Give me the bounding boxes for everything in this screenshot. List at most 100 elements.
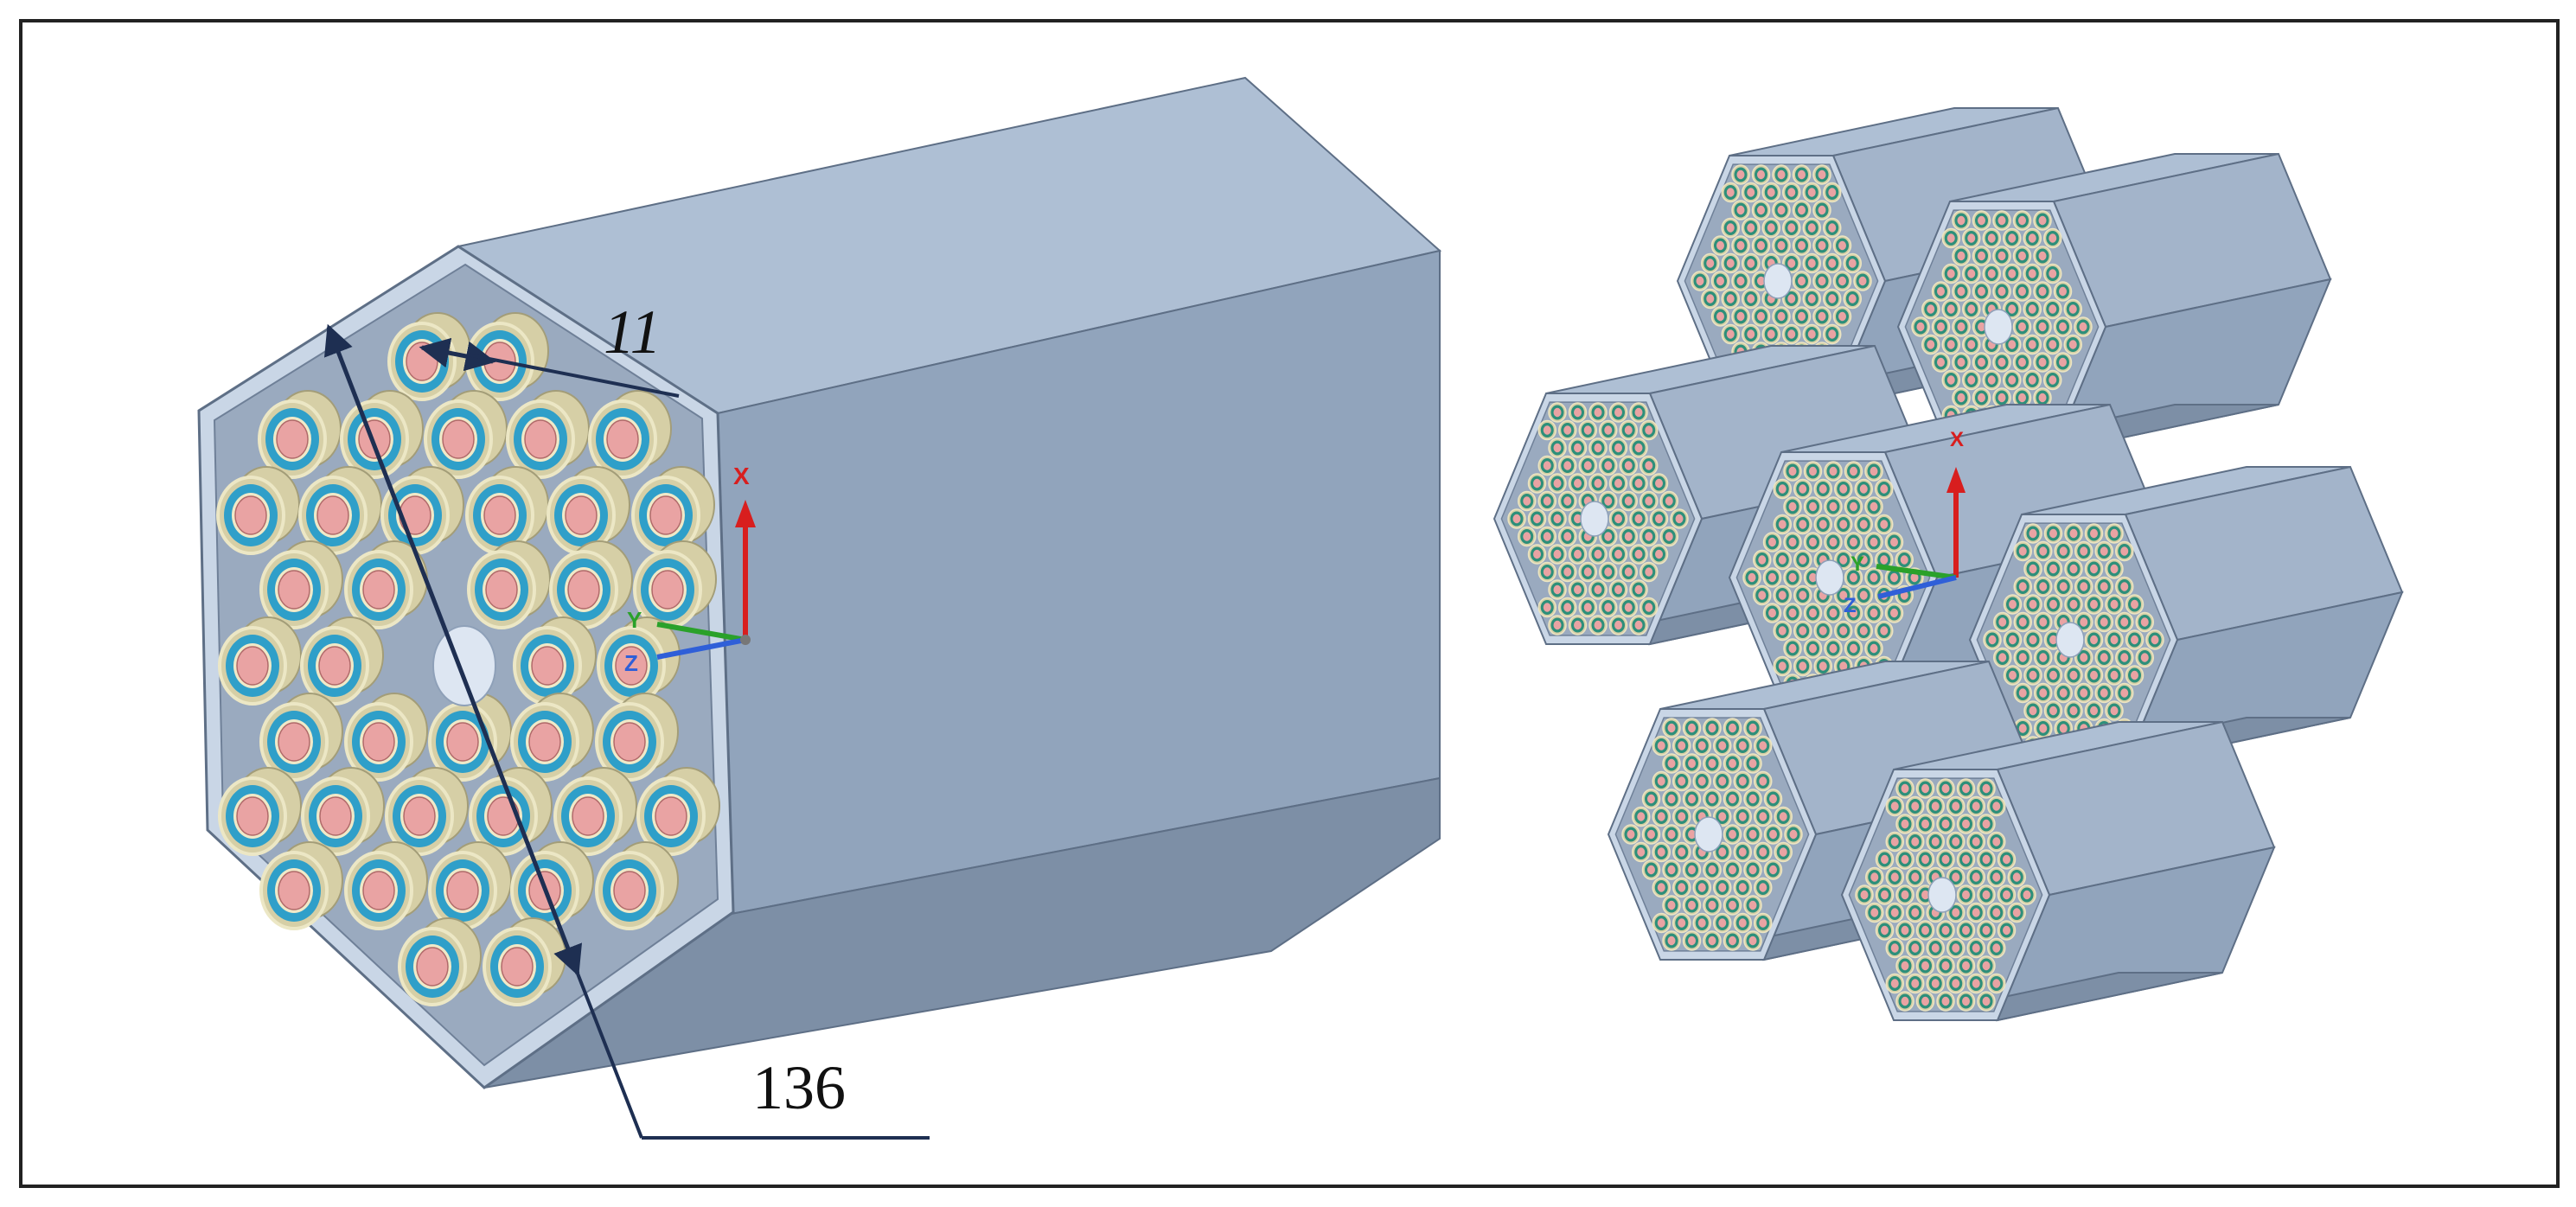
fuel-rod (1926, 937, 1945, 959)
fuel-rod (1895, 849, 1914, 870)
fuel-rod (1761, 217, 1780, 239)
fuel-rod (1659, 490, 1678, 512)
fuel-rod (1853, 271, 1872, 291)
fuel-rod (1946, 866, 1966, 888)
fuel-rod (2105, 559, 2124, 579)
fuel-rod (1931, 316, 1951, 337)
fuel-rod (1936, 920, 1955, 941)
fuel-rod (2094, 611, 2113, 633)
fuel-rod (1710, 235, 1730, 256)
fuel-rod (2074, 682, 2093, 704)
fuel-rod (1936, 955, 1955, 976)
fuel-rod (1782, 288, 1801, 310)
fuel-rod (1588, 544, 1608, 565)
fuel-rod (1993, 647, 2012, 668)
fuel-rod (1844, 461, 1863, 482)
fuel-rod (1754, 841, 1773, 863)
fuel-rod (1983, 629, 2002, 650)
fuel-rod (1885, 937, 1904, 959)
fuel-rod (1875, 549, 1894, 571)
fuel-rod (1742, 217, 1761, 239)
fuel-rod (1629, 508, 1648, 529)
fuel-rod (2033, 352, 2052, 373)
fuel-rod (1793, 584, 1812, 606)
fuel-rod (1537, 526, 1556, 547)
fuel-rod (1843, 288, 1862, 310)
fuel-rod (1865, 866, 1884, 888)
fuel-rod (259, 693, 343, 782)
fuel-rod (1946, 831, 1966, 853)
fuel-rod (1721, 217, 1740, 239)
fuel-rod (1783, 461, 1802, 482)
fuel-rod (1946, 795, 1966, 817)
fuel-rod (1751, 306, 1771, 327)
fuel-rod (2013, 682, 2032, 704)
fuel-rod (1692, 735, 1711, 757)
fuel-rod (216, 466, 300, 555)
fuel-rod (1956, 814, 1976, 834)
fuel-rod (1731, 200, 1750, 220)
fuel-rod (1813, 478, 1832, 500)
fuel-rod (1527, 508, 1547, 529)
fuel-rod (1682, 718, 1702, 738)
fuel-rod (1977, 849, 1996, 870)
axis-z-label: Z (624, 650, 638, 676)
fuel-rod (1619, 419, 1638, 441)
fuel-rod (2023, 523, 2042, 544)
fuel-rod (1992, 246, 2011, 266)
fuel-rod (1692, 877, 1711, 898)
fuel-rod (1649, 473, 1669, 494)
fuel-rod (2094, 576, 2113, 597)
fuel-rod (1640, 526, 1659, 547)
fuel-rod (1713, 877, 1732, 898)
fuel-rod (2012, 352, 2032, 373)
fuel-rod (1931, 281, 1951, 302)
fuel-rod (2023, 334, 2042, 355)
fuel-rod (1911, 316, 1930, 337)
fuel-rod (1619, 561, 1638, 583)
fuel-rod (1793, 478, 1812, 500)
fuel-rod (1813, 620, 1832, 642)
fuel-rod (1803, 603, 1823, 623)
flat-to-flat-dimension-line (323, 323, 583, 977)
fuel-rod (1629, 437, 1648, 458)
fuel-rod (1792, 200, 1812, 220)
fuel-rod (1941, 369, 1960, 391)
fuel-rod (1762, 532, 1782, 552)
fuel-rod (2012, 246, 2032, 266)
fuel-rod (1568, 615, 1588, 635)
fuel-rod (2012, 316, 2032, 337)
fuel-rod (1558, 490, 1577, 512)
fuel-rod (1772, 306, 1791, 327)
fuel-rod (1824, 461, 1843, 482)
fuel-rod (2084, 700, 2104, 721)
fuel-rod (1921, 298, 1940, 320)
fuel-rod (1844, 567, 1863, 588)
fuel-rod (1672, 806, 1691, 827)
fuel-rod (2043, 523, 2063, 544)
fuel-rod (1588, 615, 1608, 635)
fuel-rod (1578, 419, 1597, 441)
fuel-rod (1548, 437, 1567, 458)
fuel-rod (1632, 806, 1651, 827)
fuel-rod (2115, 647, 2134, 668)
fuel-rod (1703, 718, 1722, 738)
fuel-rod (1792, 306, 1812, 327)
fuel-rod (1783, 603, 1802, 623)
fuel-rod (1558, 561, 1577, 583)
fuel-rod (1982, 369, 2001, 391)
fuel-rod (1742, 323, 1761, 345)
fuel-rod (2043, 369, 2062, 391)
fuel-rod (1936, 778, 1955, 799)
fuel-rod (1987, 795, 2006, 817)
fuel-rod (1987, 831, 2006, 853)
fuel-rod (1834, 478, 1853, 500)
fuel-rod (1803, 461, 1823, 482)
fuel-rod (1691, 271, 1710, 291)
fuel-rod (1864, 532, 1883, 552)
central-channel-hole (1580, 501, 1609, 537)
fuel-rod (1854, 549, 1873, 571)
fuel-rod (1672, 841, 1691, 863)
fuel-rod (2013, 647, 2032, 668)
